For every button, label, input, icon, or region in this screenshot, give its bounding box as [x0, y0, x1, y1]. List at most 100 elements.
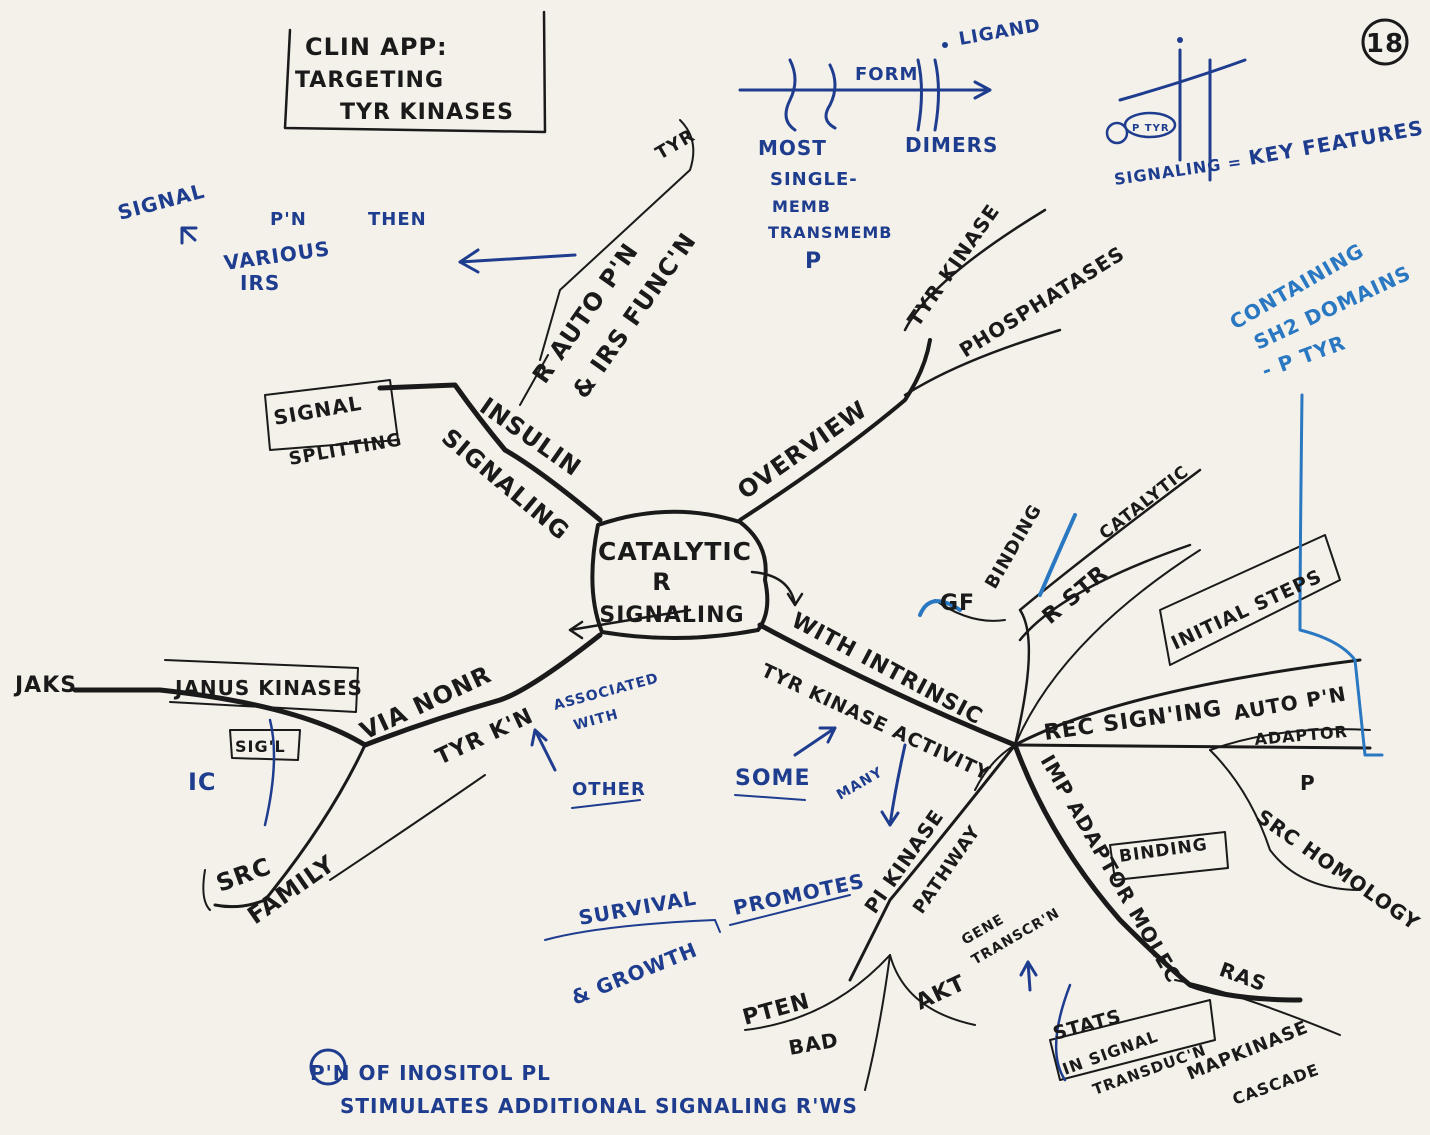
center-label-1: CATALYTIC [598, 537, 752, 566]
signaling-eq-label: SIGNALING = [1113, 152, 1243, 189]
branch-phosphatases [903, 328, 1062, 397]
jaks-label: JAKS [13, 673, 77, 698]
note-then: THEN [368, 209, 427, 230]
many-label: MANY [834, 764, 886, 803]
ligand-label: LIGAND [957, 15, 1042, 50]
binding-box [1109, 831, 1229, 881]
branch-r-str [1018, 543, 1192, 642]
sig-box-label: SIG'L [235, 737, 286, 756]
signal-box-label-2: SPLITTING [287, 429, 404, 470]
tyr-ellipse-icon [1123, 111, 1177, 139]
sig-box-border [229, 729, 301, 761]
signaling-diagram-icon [1118, 48, 1247, 182]
branch-tyr-kinase [903, 208, 1047, 332]
with-label: WITH [572, 707, 620, 734]
branch-insulin [377, 382, 603, 523]
arrow-many [880, 743, 907, 827]
branch-rec-sign [1013, 658, 1362, 747]
transmemb-label: TRANSMEMB [768, 223, 893, 242]
sig-connector [263, 718, 276, 827]
src-homology-label: SRC HOMOLOGY [1252, 804, 1424, 935]
survival-underline [544, 919, 721, 941]
janus-box-border [164, 659, 359, 713]
branch-catalytic [1013, 468, 1202, 747]
key-features-label: KEY FEATURES [1247, 116, 1426, 170]
single-label: SINGLE- [770, 169, 858, 190]
page-number: 18 [1366, 29, 1404, 59]
akt-label: AKT [912, 971, 970, 1016]
branch-pten [744, 954, 891, 1031]
title-line-2: TARGETING [295, 68, 444, 93]
insulin-note-arrow [458, 248, 577, 274]
ligand-arrow [738, 80, 992, 100]
associated-label: ASSOCIATED [552, 670, 661, 713]
branch-akt [889, 954, 976, 1026]
arrow-to-intrinsic [750, 570, 804, 607]
note-various: VARIOUS [222, 236, 331, 275]
stats-bracket [1054, 983, 1072, 1082]
overview-label: OVERVIEW [732, 395, 872, 505]
footer-line-2: STIMULATES ADDITIONAL SIGNALING R'WS [340, 1094, 858, 1118]
branch-stub [974, 744, 1016, 791]
survival-label: SURVIVAL [577, 886, 699, 930]
title-line-3: TYR KINASES [340, 100, 514, 125]
note-pn: P'N [270, 209, 307, 230]
gf-label: GF [940, 591, 975, 616]
janus-kinases-label: JANUS KINASES [173, 676, 363, 700]
branch-overview [738, 338, 932, 522]
stats-box [1049, 999, 1216, 1081]
sh2-bracket [1298, 393, 1384, 757]
transmemb-p: P [805, 249, 822, 274]
other-label: OTHER [572, 779, 646, 800]
membrane-label: MEMB [772, 197, 831, 216]
title-box-border [283, 10, 547, 134]
arrow-associated [530, 728, 557, 772]
src-bracket [202, 869, 211, 911]
branch-intrinsic [757, 622, 1018, 748]
signaling-dot-icon [1177, 37, 1183, 43]
branch-auto-pn [539, 119, 695, 361]
ptyr-label: P TYR [1132, 123, 1170, 134]
branch-src [213, 743, 367, 909]
promotes-underline [729, 894, 851, 926]
tyr-kinase-label: TYR KINASE [902, 199, 1004, 330]
ic-label: IC [188, 768, 217, 796]
branch-pi-kinase [848, 743, 1017, 982]
receptor-icon [784, 58, 837, 132]
branch-rec-sign-main [1013, 743, 1372, 750]
dimer-receptor-icon [916, 58, 940, 132]
branch-family [329, 774, 486, 881]
signal-splitting-box [264, 379, 399, 451]
rec-signing-label: REC SIGN'ING [1042, 696, 1223, 746]
p-circle-icon [1105, 121, 1129, 145]
branch-src-homology [1209, 749, 1361, 891]
gf-highlight [918, 513, 1077, 617]
center-node-border [590, 509, 770, 641]
initial-steps-box [1159, 534, 1341, 666]
branch-r-str-2 [1014, 549, 1201, 746]
branch-gf [934, 599, 1006, 622]
footer-line-1: P'N OF INOSITOL PL [310, 1061, 551, 1085]
initial-steps-label: INITIAL STEPS [1168, 565, 1326, 654]
some-other-underline [571, 794, 806, 809]
arrow-to-nonr [568, 608, 692, 640]
with-intrinsic-label: WITH INTRINSIC [787, 608, 987, 730]
adaptor-box-label: ADAPTOR [1254, 722, 1349, 749]
footer-p-circle-icon [309, 1048, 347, 1086]
page-number-circle [1361, 18, 1409, 66]
branch-mapk [1174, 979, 1341, 1036]
cascade-label: CASCADE [1230, 1060, 1322, 1109]
note-signal: SIGNAL [115, 179, 207, 225]
ligand-dot-icon [942, 42, 948, 48]
arrow-gene [1019, 960, 1038, 992]
growth-label: & GROWTH [568, 937, 701, 1009]
gf-binding-label: BINDING [981, 501, 1046, 593]
imp-adaptor-label: IMP ADAPTOR MOLEC [1036, 751, 1186, 987]
most-label: MOST [758, 136, 827, 160]
note-irs: IRS [240, 271, 280, 295]
some-label: SOME [735, 766, 810, 791]
auto-p-label: AUTO P'N [1232, 681, 1349, 724]
arrow-some [793, 726, 837, 757]
